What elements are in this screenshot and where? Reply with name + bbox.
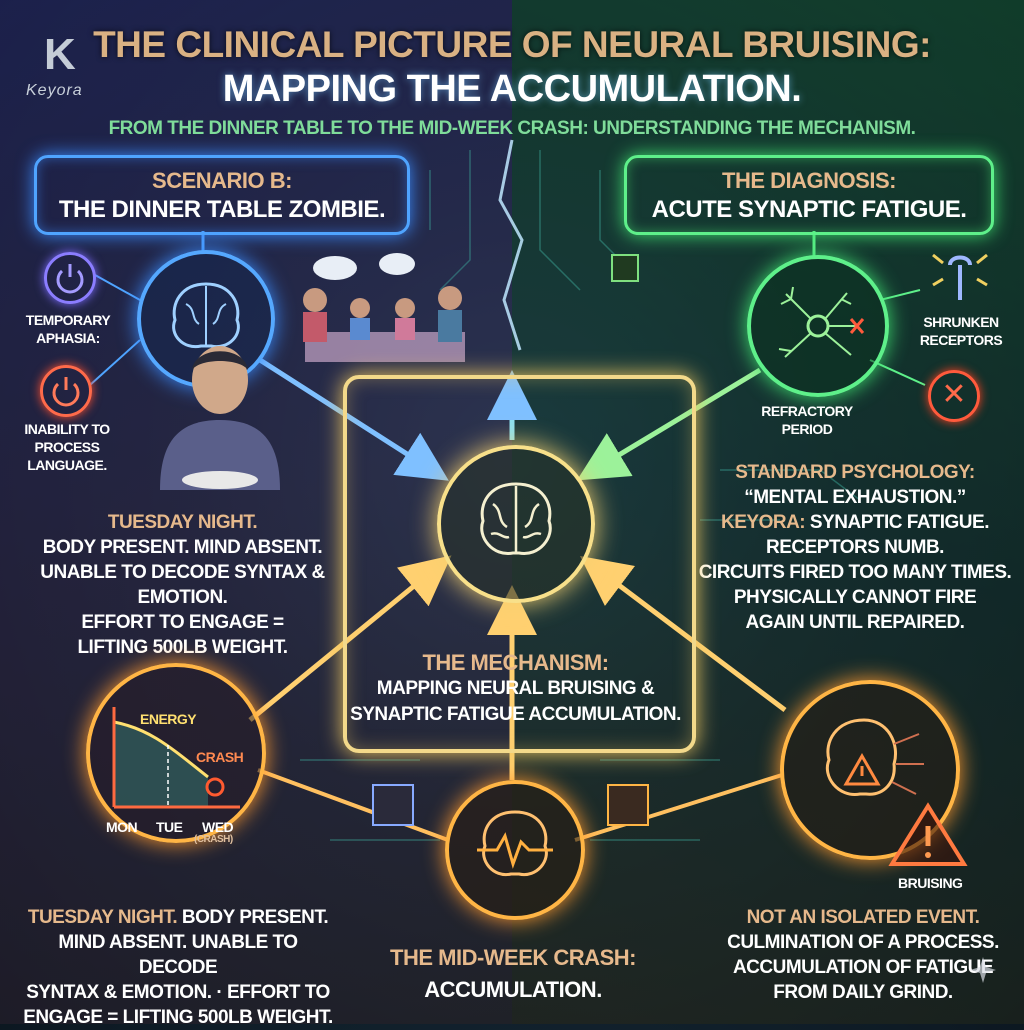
mechanism-line-1: MAPPING NEURAL BRUISING &: [376, 678, 655, 699]
neuron-circle-green: [747, 255, 889, 397]
bottom-left-line-3: SYNTAX & EMOTION. · EFFORT TO: [26, 982, 330, 1003]
tuesday-line-2: UNABLE TO DECODE SYNTAX & EMOTION.: [40, 562, 325, 608]
sparkle-icon: [970, 957, 996, 983]
scenario-value: THE DINNER TABLE ZOMBIE.: [58, 196, 386, 223]
inability-line-3: LANGUAGE.: [27, 457, 107, 473]
bottom-right-line-2: ACCUMULATION OF FATIGUE: [732, 957, 994, 978]
tuesday-line-4: LIFTING 500LB WEIGHT.: [77, 637, 288, 658]
power-icon-red: [40, 365, 92, 417]
psychology-heading: STANDARD PSYCHOLOGY:: [735, 462, 975, 483]
title-line-2: MAPPING THE ACCUMULATION.: [222, 68, 802, 110]
mechanism-label: THE MECHANISM:: [422, 650, 609, 675]
cancel-x-icon: ✕: [928, 370, 980, 422]
temporary-aphasia-line-2: APHASIA:: [36, 330, 100, 346]
psychology-block: STANDARD PSYCHOLOGY: “MENTAL EXHAUSTION.…: [690, 460, 1020, 635]
temporary-aphasia-line-1: TEMPORARY: [25, 312, 111, 328]
keyora-value: SYNAPTIC FATIGUE.: [805, 512, 990, 533]
brain-warning-icon: [825, 718, 924, 796]
tired-person-illustration: [160, 346, 280, 490]
mechanism-line-2: SYNAPTIC FATIGUE ACCUMULATION.: [350, 704, 681, 725]
diagnosis-label: THE DIAGNOSIS:: [722, 168, 896, 193]
bottom-left-block: TUESDAY NIGHT. BODY PRESENT. MIND ABSENT…: [18, 905, 338, 1030]
diagnosis-box: THE DIAGNOSIS: ACUTE SYNAPTIC FATIGUE.: [624, 155, 994, 235]
bottom-right-line-3: FROM DAILY GRIND.: [773, 982, 953, 1003]
psychology-line-3: PHYSICALLY CANNOT FIRE: [733, 587, 977, 608]
shrunken-receptors-label: SHRUNKEN RECEPTORS: [906, 313, 1016, 349]
bottom-right-block: NOT AN ISOLATED EVENT. CULMINATION OF A …: [718, 905, 1008, 1005]
energy-label: ENERGY: [140, 711, 197, 727]
crash-label: CRASH: [196, 749, 244, 765]
midweek-crash-block: THE MID-WEEK CRASH: ACCUMULATION.: [368, 945, 658, 1003]
refractory-line-1: REFRACTORY: [761, 403, 853, 419]
bottom-left-line-2: MIND ABSENT. UNABLE TO DECODE: [58, 932, 298, 978]
temporary-aphasia-label: TEMPORARY APHASIA:: [18, 311, 118, 347]
refractory-line-2: PERIOD: [781, 421, 833, 437]
scenario-label: SCENARIO B:: [152, 168, 292, 193]
psychology-line-1: RECEPTORS NUMB.: [766, 537, 944, 558]
bottom-right-line-1: CULMINATION OF A PROCESS.: [727, 932, 999, 953]
energy-chart-circle: [86, 663, 266, 843]
warning-triangle-icon: [888, 802, 968, 866]
inability-line-1: INABILITY TO: [24, 421, 110, 437]
day-mon: MON: [106, 819, 138, 835]
psychology-quote: “MENTAL EXHAUSTION.”: [744, 487, 966, 508]
psychology-line-4: AGAIN UNTIL REPAIRED.: [745, 612, 965, 633]
logo-mark: K: [44, 30, 76, 79]
bottom-left-line-1: BODY PRESENT.: [177, 907, 329, 928]
title-line-1: THE CLINICAL PICTURE OF NEURAL BRUISING:: [93, 24, 931, 65]
central-brain-icon: [480, 482, 552, 555]
keyora-label: KEYORA:: [721, 512, 806, 533]
shrunken-receptor-icon: [932, 253, 988, 300]
bottom-right-heading: NOT AN ISOLATED EVENT.: [746, 907, 980, 928]
shrunken-line-2: RECEPTORS: [919, 332, 1003, 348]
wed-crash-note: (CRASH): [194, 834, 233, 845]
inability-line-2: PROCESS: [34, 439, 100, 455]
midweek-label: THE MID-WEEK CRASH:: [390, 945, 636, 970]
bottom-left-line-4: ENGAGE = LIFTING 500LB WEIGHT.: [23, 1007, 333, 1028]
diagnosis-value: ACUTE SYNAPTIC FATIGUE.: [651, 196, 967, 223]
shrunken-line-1: SHRUNKEN: [923, 314, 999, 330]
day-wed: WED: [202, 819, 234, 835]
midweek-value: ACCUMULATION.: [424, 977, 602, 1002]
center-brain-circle: [437, 445, 595, 603]
heartbeat-brain-circle: [445, 780, 585, 920]
scenario-box: SCENARIO B: THE DINNER TABLE ZOMBIE.: [34, 155, 410, 235]
subtitle: FROM THE DINNER TABLE TO THE MID-WEEK CR…: [108, 118, 916, 139]
mechanism-text: THE MECHANISM: MAPPING NEURAL BRUISING &…: [348, 650, 683, 728]
bottom-left-heading: TUESDAY NIGHT.: [27, 907, 178, 928]
logo-text: Keyora: [26, 82, 83, 99]
power-icon-blue: [44, 252, 96, 304]
refractory-period-label: REFRACTORY PERIOD: [752, 402, 862, 438]
tuesday-line-1: BODY PRESENT. MIND ABSENT.: [42, 537, 323, 558]
day-tue: TUE: [156, 819, 183, 835]
inability-label: INABILITY TO PROCESS LANGUAGE.: [12, 420, 122, 474]
heartbeat-brain-icon: [477, 810, 553, 877]
bruising-label: BRUISING: [898, 875, 963, 891]
brain-icon: [172, 282, 240, 349]
tuesday-night-block: TUESDAY NIGHT. BODY PRESENT. MIND ABSENT…: [10, 510, 355, 660]
family-dinner-illustration: [303, 253, 465, 362]
tuesday-line-3: EFFORT TO ENGAGE =: [81, 612, 284, 633]
psychology-line-2: CIRCUITS FIRED TOO MANY TIMES.: [698, 562, 1012, 583]
energy-curve-chart: [112, 707, 240, 809]
mechanism-box: [343, 375, 696, 753]
tuesday-heading: TUESDAY NIGHT.: [107, 512, 258, 533]
background-left-panel: [0, 0, 512, 1024]
neuron-icon: [778, 286, 865, 358]
